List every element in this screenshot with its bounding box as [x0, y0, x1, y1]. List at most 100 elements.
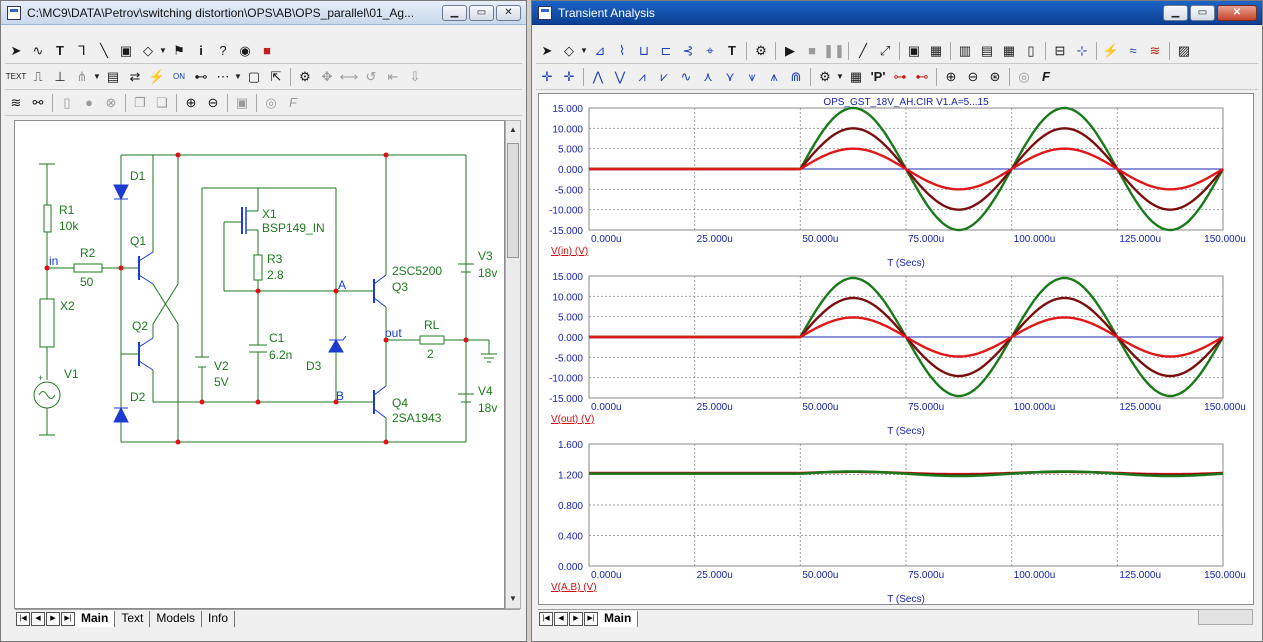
transient-close-button[interactable]: ✕ — [1217, 5, 1257, 21]
grid-icon[interactable]: ⋔ — [76, 69, 88, 84]
grid-mode-icon[interactable]: ▦ — [929, 43, 943, 58]
numeric-output-icon[interactable]: ▦ — [849, 69, 863, 84]
tag-icon[interactable]: ⌇ — [618, 43, 626, 58]
next-branch-icon[interactable]: ⊷ — [915, 69, 929, 84]
scroll-thumb[interactable] — [507, 143, 519, 258]
function-icon[interactable]: F — [1042, 69, 1050, 84]
text-tool-icon[interactable]: T — [728, 43, 736, 58]
frame-icon[interactable]: ▢ — [247, 69, 261, 84]
properties-icon[interactable]: ⚙ — [755, 43, 767, 58]
shapes-dropdown-icon[interactable]: ▼ — [580, 46, 588, 55]
valley-icon[interactable]: ⋁ — [614, 69, 626, 84]
pin-connections-icon[interactable]: ⊥ — [54, 69, 66, 84]
picture-icon[interactable]: ▨ — [1177, 43, 1191, 58]
shapes-dropdown-icon[interactable]: ▼ — [159, 46, 167, 55]
performance-tag-icon[interactable]: ⊰ — [682, 43, 694, 58]
show-values-icon[interactable]: ▤ — [106, 69, 120, 84]
transient-title-bar[interactable]: Transient Analysis ▁▭✕ — [532, 1, 1262, 25]
p-key-icon[interactable]: 'P' — [870, 69, 886, 84]
scroll-up-icon[interactable]: ▲ — [509, 125, 517, 134]
copy-icon[interactable]: ❐ — [134, 95, 146, 110]
transient-analysis-window[interactable]: Transient Analysis ▁▭✕ ➤◇▼⊿⌇⊔⊏⊰⌖T⚙▶■❚❚╱⤢… — [531, 0, 1263, 642]
help-icon[interactable]: ? — [219, 43, 227, 58]
node-link-icon[interactable]: ⊷ — [194, 69, 208, 84]
maximize-button[interactable]: ▭ — [469, 5, 494, 21]
tab-text[interactable]: Text — [115, 611, 151, 627]
next-page-icon[interactable]: ▶ — [569, 612, 583, 626]
schematic-vertical-scrollbar[interactable]: ▲ ▼ — [505, 120, 521, 609]
low-icon[interactable]: ⩗ — [660, 69, 668, 84]
horizontal-axis-icon[interactable]: ⊹ — [1076, 43, 1088, 58]
flag-icon[interactable]: ⚑ — [173, 43, 185, 58]
zoom-in-icon[interactable]: ⊕ — [945, 69, 957, 84]
transient-maximize-button[interactable]: ▭ — [1190, 5, 1215, 21]
flip-v-icon[interactable]: ⇩ — [409, 69, 421, 84]
line-tool-icon[interactable]: ╱ — [859, 43, 867, 58]
stack-horizontal-icon[interactable]: ▤ — [980, 43, 994, 58]
next-simulation-icon[interactable]: ⊶ — [893, 69, 907, 84]
info-icon[interactable]: i — [199, 43, 203, 58]
run-icon[interactable]: ▶ — [785, 43, 795, 58]
fft-icon[interactable]: ◎ — [265, 95, 277, 110]
first-page-icon[interactable]: |◀ — [539, 612, 553, 626]
plot-frame-icon[interactable]: ▯ — [1027, 43, 1035, 58]
attribute-text-icon[interactable]: TEXT — [5, 72, 27, 81]
last-page-icon[interactable]: ▶| — [584, 612, 598, 626]
zoom-out-icon[interactable]: ⊖ — [967, 69, 979, 84]
schematic-window[interactable]: C:\MC9\DATA\Petrov\switching distortion\… — [0, 0, 527, 642]
data-point-dropdown-icon[interactable]: ▼ — [836, 72, 844, 81]
schematic-title-bar[interactable]: C:\MC9\DATA\Petrov\switching distortion\… — [1, 1, 526, 25]
peak-icon[interactable]: ⋀ — [592, 69, 604, 84]
properties-icon[interactable]: ⚙ — [299, 69, 311, 84]
global-high-icon[interactable]: ⋏ — [703, 69, 713, 84]
transient-horizontal-scrollbar[interactable] — [1198, 609, 1253, 625]
stop-icon[interactable]: ■ — [808, 43, 816, 58]
transient-minimize-button[interactable]: ▁ — [1163, 5, 1188, 21]
minimize-button[interactable]: ▁ — [442, 5, 467, 21]
paste-icon[interactable]: ❏ — [156, 95, 168, 110]
scale-tool-icon[interactable]: ⤢ — [879, 43, 891, 58]
select-arrow-icon[interactable]: ➤ — [10, 43, 22, 58]
first-page-icon[interactable]: |◀ — [16, 612, 30, 626]
current-flow-icon[interactable]: ⚡ — [148, 69, 166, 84]
pause-icon[interactable]: ❚❚ — [823, 43, 845, 58]
global-low-icon[interactable]: ⋎ — [725, 69, 735, 84]
slope-icon[interactable]: ⋒ — [790, 69, 802, 84]
grid-text-icon[interactable]: ▣ — [119, 43, 133, 58]
node-numbers-icon[interactable]: ⎍ — [33, 69, 43, 84]
zoom-in-icon[interactable]: ⊕ — [185, 95, 197, 110]
zoom-out-icon[interactable]: ⊖ — [207, 95, 219, 110]
rotate-ccw-icon[interactable]: ↺ — [365, 69, 377, 84]
tab-main[interactable]: Main — [75, 611, 116, 627]
tab-main[interactable]: Main — [598, 611, 639, 627]
next-page-icon[interactable]: ▶ — [46, 612, 60, 626]
waveform-icon[interactable]: ≋ — [10, 95, 22, 110]
bottom-icon[interactable]: ⩚ — [770, 69, 778, 84]
note-icon[interactable]: ▯ — [63, 95, 71, 110]
high-icon[interactable]: ⩘ — [638, 69, 646, 84]
wire-mode-icon[interactable]: ∿ — [32, 43, 44, 58]
scale-icon[interactable]: ⊿ — [594, 43, 606, 58]
mirror-icon[interactable]: ⟷ — [339, 69, 359, 84]
select-mode-icon[interactable]: ⇱ — [270, 69, 282, 84]
shapes-icon[interactable]: ◇ — [143, 43, 153, 58]
scroll-down-icon[interactable]: ▼ — [509, 594, 517, 603]
cursor-right-icon[interactable]: ✛ — [563, 69, 575, 84]
fft-icon[interactable]: ◎ — [1018, 69, 1030, 84]
point-tag-icon[interactable]: ⌖ — [706, 43, 714, 58]
cancel-icon[interactable]: ⊗ — [105, 95, 117, 110]
stop-icon[interactable]: ● — [85, 95, 93, 110]
minor-grid-icon[interactable]: ▦ — [1002, 43, 1016, 58]
tab-models[interactable]: Models — [150, 611, 203, 627]
orthogonal-wire-icon[interactable]: ⅂ — [78, 43, 86, 58]
on-off-icon[interactable]: ON — [173, 72, 185, 81]
top-icon[interactable]: ⩛ — [748, 69, 756, 84]
waveform-buffer-icon[interactable]: ≈ — [1129, 43, 1137, 58]
diagonal-wire-icon[interactable]: ╲ — [100, 43, 108, 58]
tag-vertical-icon[interactable]: ⊏ — [660, 43, 672, 58]
find-icon[interactable]: ⚯ — [32, 95, 44, 110]
last-page-icon[interactable]: ▶| — [61, 612, 75, 626]
function-icon[interactable]: F — [289, 95, 297, 110]
flip-icon[interactable]: ⇤ — [387, 69, 399, 84]
